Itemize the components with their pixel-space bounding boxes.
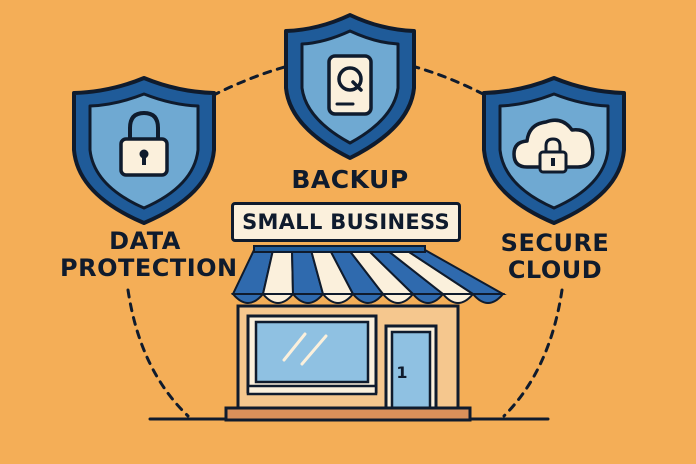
label-backup: BACKUP bbox=[280, 166, 420, 194]
connector-arc-top-left bbox=[198, 64, 290, 104]
label-backup-text: BACKUP bbox=[291, 165, 409, 194]
door-number: 1 bbox=[396, 363, 407, 382]
connector-arc-right bbox=[502, 288, 564, 418]
hard-drive-icon bbox=[327, 54, 373, 116]
store-base bbox=[224, 406, 472, 422]
shield-backup bbox=[284, 13, 416, 160]
shield-secure-cloud bbox=[482, 76, 626, 225]
awning bbox=[230, 245, 507, 304]
label-secure-cloud: SECURE CLOUD bbox=[480, 230, 630, 284]
padlock-icon bbox=[119, 110, 169, 177]
cloud-lock-icon bbox=[512, 118, 595, 174]
shield-data-protection bbox=[72, 76, 216, 225]
storefront: 1 bbox=[224, 245, 507, 422]
label-secure-cloud-text: SECURE CLOUD bbox=[500, 229, 610, 284]
store-sign-text: SMALL BUSINESS bbox=[242, 210, 450, 234]
label-data-protection: DATA PROTECTION bbox=[60, 228, 237, 282]
store-window bbox=[246, 314, 378, 396]
store-door: 1 bbox=[384, 324, 438, 412]
connector-arc-left bbox=[126, 288, 190, 418]
store-sign: SMALL BUSINESS bbox=[231, 202, 461, 242]
label-data-protection-text: DATA PROTECTION bbox=[60, 227, 238, 282]
